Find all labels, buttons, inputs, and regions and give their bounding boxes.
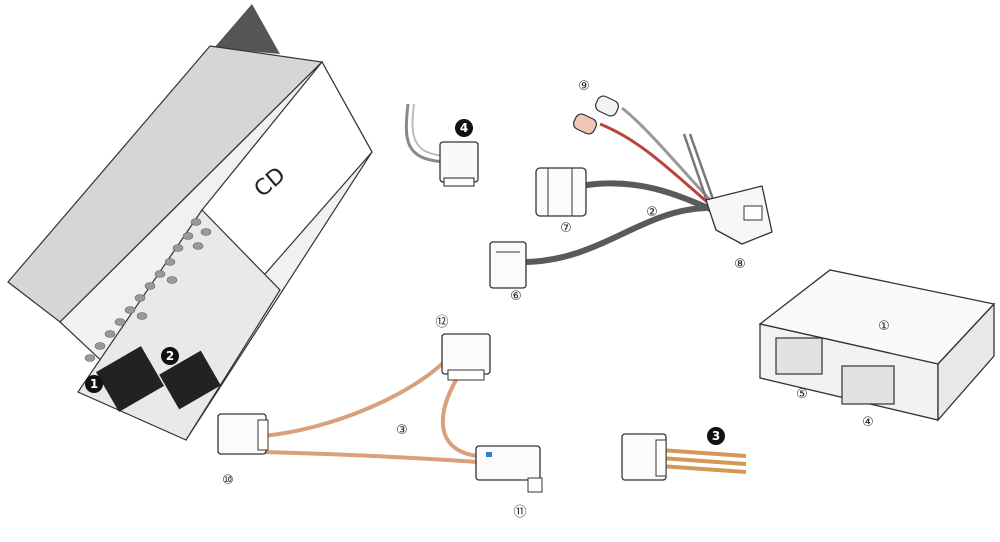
grey-wire — [621, 106, 718, 208]
label-conn-11: ⑪ — [513, 505, 526, 520]
label-conn-12: ⑫ — [435, 315, 448, 330]
callout-port-1: 1 — [85, 375, 103, 393]
connector-7 — [535, 167, 587, 217]
label-conn-8: ⑧ — [734, 257, 746, 272]
harness-2: ⑨ ② ⑦ ⑧ ⑥ — [489, 79, 773, 304]
callout-plug-4: 4 — [455, 119, 473, 137]
svg-text:2: 2 — [166, 349, 174, 363]
label-cable-2: ② — [646, 205, 658, 220]
red-wire — [599, 122, 715, 210]
svg-text:4: 4 — [460, 121, 468, 135]
vent-holes — [84, 218, 212, 362]
module-1: ① ⑤ ④ — [758, 269, 996, 430]
svg-text:1: 1 — [90, 377, 98, 391]
label-conn-10: ⑩ — [222, 473, 234, 488]
label-module: ① — [878, 319, 890, 334]
connector-8 — [705, 185, 773, 245]
callout-port-2: 2 — [161, 347, 179, 365]
stub-wires — [682, 133, 716, 205]
callout-wire-3: 3 — [707, 427, 725, 445]
connector-10 — [217, 413, 269, 455]
cable-10-11 — [261, 450, 479, 464]
dark-wedge-top — [214, 4, 280, 54]
connector-9 — [573, 95, 619, 135]
label-cable-3: ③ — [396, 423, 408, 438]
cable-to-7 — [579, 180, 724, 217]
label-port-5: ⑤ — [796, 387, 808, 402]
label-conn-6: ⑥ — [510, 289, 522, 304]
harness-3: ⑫ ③ ⑩ ⑪ — [217, 315, 543, 520]
wire-3: 3 — [621, 427, 747, 481]
plug-4: 4 — [404, 103, 479, 187]
socket-5 — [775, 337, 823, 375]
port-block-1 — [95, 346, 165, 412]
module-side — [937, 302, 995, 422]
label-port-4: ④ — [862, 415, 874, 430]
connector-11 — [475, 445, 543, 493]
cable-12-11 — [440, 368, 479, 458]
cable-10-12 — [261, 358, 448, 438]
head-unit: CD 1 2 — [7, 4, 373, 441]
connector-6 — [489, 241, 527, 289]
socket-4 — [841, 365, 895, 405]
label-conn-7: ⑦ — [560, 221, 572, 236]
label-conn-9: ⑨ — [578, 79, 590, 94]
connector-12 — [441, 333, 491, 381]
cable-to-6 — [521, 205, 707, 265]
svg-text:3: 3 — [712, 429, 720, 443]
port-block-2 — [159, 350, 221, 410]
